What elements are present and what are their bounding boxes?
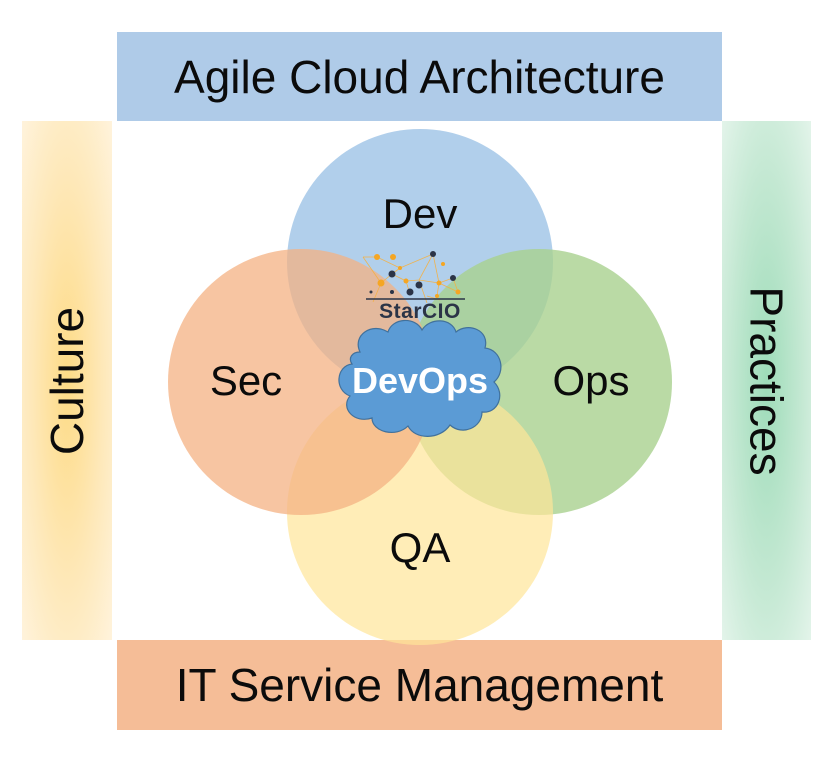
circle-dev-label: Dev [382,190,458,237]
circle-qa-label: QA [389,524,451,571]
band-it-service-management: IT Service Management [117,640,722,730]
cloud-icon [338,319,502,437]
band-culture: Culture [22,121,112,640]
starcio-logo-text: StarCIO [379,300,461,323]
devops-center-label: DevOps [351,360,489,401]
circle-ops-label: Ops [552,357,630,404]
circle-sec [168,249,434,515]
network-constellation-icon [362,251,465,304]
band-practices: Practices [722,121,811,640]
circle-sec-label: Sec [209,357,283,404]
band-bottom-label: IT Service Management [175,659,664,711]
band-agile-cloud-architecture: Agile Cloud Architecture [117,32,722,121]
band-top-label: Agile Cloud Architecture [174,50,665,103]
